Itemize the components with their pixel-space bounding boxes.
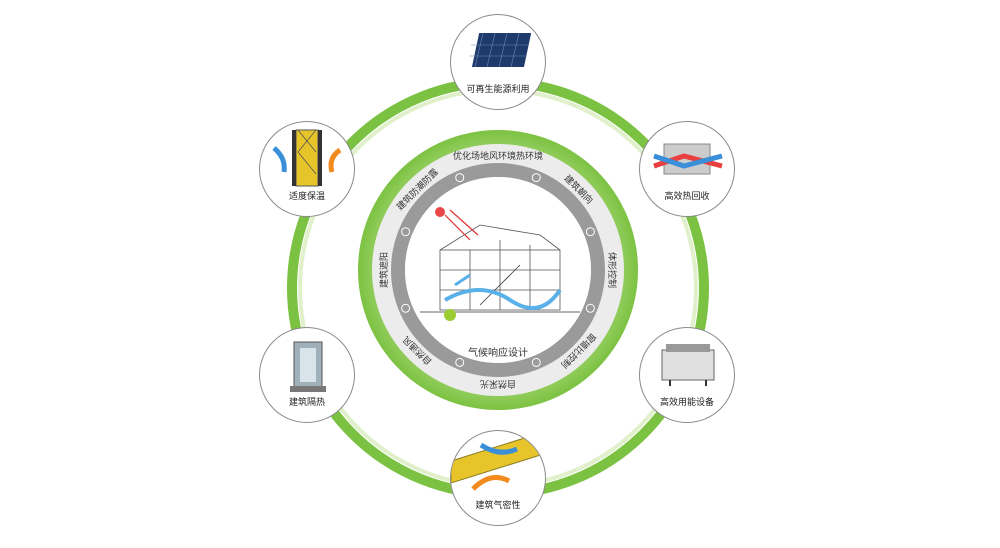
node-heat-recovery: 高效热回收 xyxy=(639,121,735,217)
ring-marker-icon xyxy=(585,303,595,313)
tree-icon xyxy=(444,309,456,321)
inner-ring-label-form: 体形控制 xyxy=(606,252,618,288)
insulation-icon xyxy=(272,129,342,187)
inner-gray-ring xyxy=(391,163,605,377)
node-renewable: 可再生能源利用 xyxy=(450,14,546,110)
heat-recovery-icon xyxy=(653,143,723,175)
inner-ring-label-window-ratio: 窗墙比控制 xyxy=(558,330,598,370)
window-insulation-icon xyxy=(290,341,326,392)
node-label-renewable: 可再生能源利用 xyxy=(466,85,530,95)
inner-ring-label-wind: 优化场地风环境热环境 xyxy=(453,150,543,162)
sun-icon xyxy=(435,207,445,217)
ring-marker-icon xyxy=(585,227,595,237)
ring-marker-icon xyxy=(455,173,465,183)
ring-marker-icon xyxy=(455,357,465,367)
inner-ring-label-orientation: 建筑朝向 xyxy=(562,172,596,206)
node-window-insulation: 建筑隔热 xyxy=(259,327,355,423)
node-label-insulation: 适度保温 xyxy=(288,192,325,202)
inner-ring-label-rain: 建筑防潮防露 xyxy=(394,166,441,213)
node-label-airtight: 建筑气密性 xyxy=(475,501,521,511)
ring-marker-icon xyxy=(401,227,411,237)
node-label-heat-recovery: 高效热回收 xyxy=(664,192,710,202)
inner-ring-label-ventilation: 自然通风 xyxy=(400,334,434,368)
equipment-icon xyxy=(661,344,715,386)
airtight-icon xyxy=(451,431,545,491)
node-equipment: 高效用能设备 xyxy=(639,327,735,423)
ring-marker-icon xyxy=(401,303,411,313)
inner-ring-label-daylight: 自然采光 xyxy=(480,378,516,390)
ring-marker-icon xyxy=(531,173,541,183)
center-label: 气候响应设计 xyxy=(468,348,528,359)
node-airtight: 建筑气密性 xyxy=(450,430,546,526)
node-label-window-insulation: 建筑隔热 xyxy=(288,398,325,408)
node-label-equipment: 高效用能设备 xyxy=(659,398,714,408)
renewable-icon xyxy=(469,32,532,68)
node-insulation: 适度保温 xyxy=(259,121,355,217)
inner-ring-label-shading: 建筑遮阳 xyxy=(378,252,390,288)
ring-marker-icon xyxy=(531,357,541,367)
